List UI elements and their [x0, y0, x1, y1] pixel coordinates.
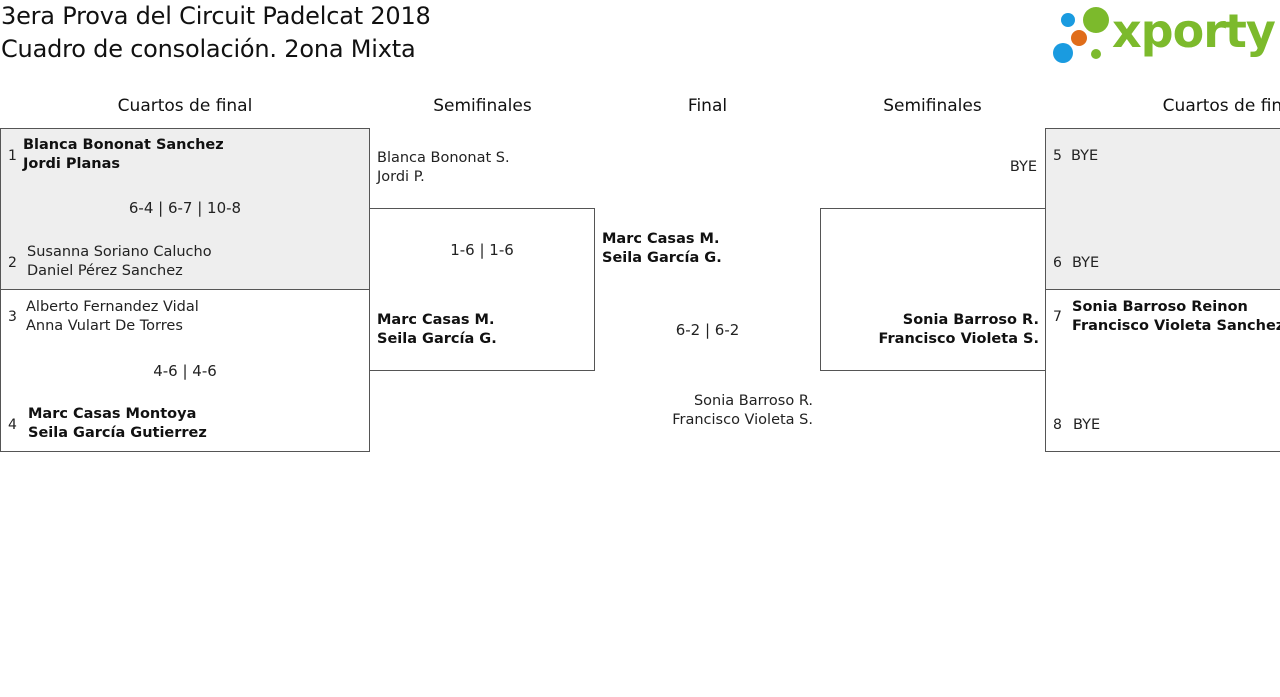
player-name: Sonia Barroso Reinon — [1072, 299, 1248, 315]
right-qf-match-2[interactable]: 7 Sonia Barroso Reinon Francisco Violeta… — [1045, 289, 1280, 452]
player-name: Daniel Pérez Sanchez — [27, 263, 183, 279]
final-match[interactable]: Marc Casas M. Seila García G. 6-2 | 6-2 … — [595, 208, 820, 448]
round-header-left-sf: Semifinales — [433, 96, 532, 116]
player-name: Francisco Violeta Sanchez — [1072, 318, 1280, 334]
left-qf-match-1[interactable]: 1 Blanca Bononat Sanchez Jordi Planas 6-… — [0, 128, 370, 290]
round-header-final: Final — [687, 96, 728, 116]
logo-dots-icon — [1053, 7, 1109, 63]
player-name: BYE — [1071, 148, 1099, 164]
seed-number: 6 — [1053, 255, 1062, 271]
player-name: Marc Casas Montoya — [28, 406, 197, 422]
right-qf-match-1[interactable]: 5 BYE 6 BYE — [1045, 128, 1280, 290]
round-header-right-qf: Cuartos de final — [1162, 96, 1280, 116]
seed-number: 7 — [1053, 309, 1062, 325]
left-qf-match-2[interactable]: 3 Alberto Fernandez Vidal Anna Vulart De… — [0, 289, 370, 452]
match-score: 4-6 | 4-6 — [153, 362, 217, 380]
player-name: Jordi P. — [377, 169, 425, 185]
page-title-line1: 3era Prova del Circuit Padelcat 2018 — [1, 2, 431, 30]
player-name: Seila García Gutierrez — [28, 425, 207, 441]
seed-number: 5 — [1053, 148, 1062, 164]
match-score: 1-6 | 1-6 — [450, 241, 514, 259]
left-sf-match[interactable]: 1-6 | 1-6 Marc Casas M. Seila García G. — [369, 208, 595, 371]
player-name: Anna Vulart De Torres — [26, 318, 183, 334]
player-name: Francisco Violeta S. — [672, 412, 813, 428]
match-score: 6-2 | 6-2 — [675, 321, 740, 339]
seed-number: 1 — [8, 148, 17, 164]
player-name: BYE — [1073, 417, 1101, 433]
player-name: Blanca Bononat S. — [377, 150, 510, 166]
player-name: Alberto Fernandez Vidal — [26, 299, 199, 315]
player-name: Seila García G. — [602, 250, 722, 266]
match-score: 6-4 | 6-7 | 10-8 — [128, 199, 242, 217]
round-header-right-sf: Semifinales — [883, 96, 982, 116]
player-name: Seila García G. — [377, 331, 497, 347]
player-name: Blanca Bononat Sanchez — [23, 137, 224, 153]
player-name: Francisco Violeta S. — [878, 331, 1039, 347]
player-name: Susanna Soriano Calucho — [27, 244, 212, 260]
player-name: Sonia Barroso R. — [902, 312, 1039, 328]
seed-number: 2 — [8, 255, 17, 271]
xporty-logo[interactable]: xporty — [1050, 4, 1278, 68]
round-header-left-qf: Cuartos de final — [117, 96, 253, 116]
player-name: Jordi Planas — [23, 156, 121, 172]
page-title-line2: Cuadro de consolación. 2ona Mixta — [1, 35, 416, 63]
logo-wordmark: xporty — [1112, 4, 1276, 58]
right-sf-match[interactable]: Sonia Barroso R. Francisco Violeta S. — [820, 208, 1046, 371]
seed-number: 8 — [1053, 417, 1062, 433]
player-name: BYE — [1072, 255, 1100, 271]
seed-number: 3 — [8, 309, 17, 325]
player-name: BYE — [1009, 159, 1037, 175]
player-name: Marc Casas M. — [602, 231, 720, 247]
player-name: Marc Casas M. — [377, 312, 495, 328]
seed-number: 4 — [8, 417, 17, 433]
player-name: Sonia Barroso R. — [693, 393, 813, 409]
